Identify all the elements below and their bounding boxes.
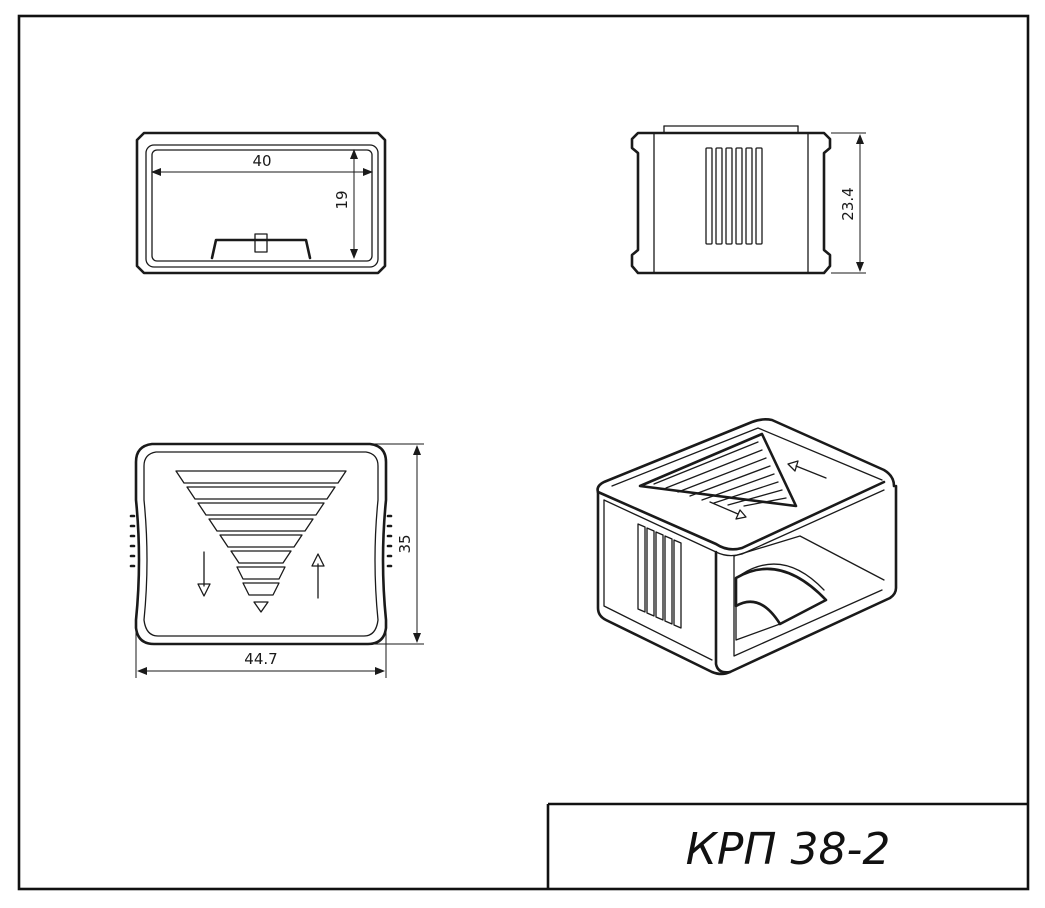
dimension-top-width: 40 xyxy=(151,152,373,176)
arrow-up-icon xyxy=(311,553,325,599)
dimension-side-height: 23.4 xyxy=(831,132,866,274)
isometric-view xyxy=(596,418,898,676)
designation-text: КРП 38-2 xyxy=(686,824,891,875)
svg-text:35: 35 xyxy=(396,534,414,553)
title-block: КРП 38-2 xyxy=(546,802,1028,889)
svg-text:40: 40 xyxy=(252,152,271,170)
top-view: 40 19 xyxy=(135,131,387,275)
side-vent-slots xyxy=(705,147,763,245)
dimension-front-width: 44.7 xyxy=(135,630,387,678)
svg-text:44.7: 44.7 xyxy=(244,650,277,668)
drawing-frame xyxy=(17,14,1030,891)
dimension-top-height: 19 xyxy=(333,149,358,259)
dimension-front-height: 35 xyxy=(370,443,424,645)
grip-ridges-left xyxy=(129,514,136,568)
stepped-triangle-icon xyxy=(175,470,347,613)
grip-ridges-right xyxy=(386,514,393,568)
front-view: 35 44.7 xyxy=(129,442,424,678)
iso-vent-slots xyxy=(637,523,682,629)
iso-arrow-icons xyxy=(709,460,827,520)
iso-top-triangle xyxy=(638,432,798,508)
svg-text:23.4: 23.4 xyxy=(839,187,857,220)
side-view: 23.4 xyxy=(630,125,866,275)
arrow-down-icon xyxy=(197,551,211,597)
svg-text:19: 19 xyxy=(333,190,351,209)
